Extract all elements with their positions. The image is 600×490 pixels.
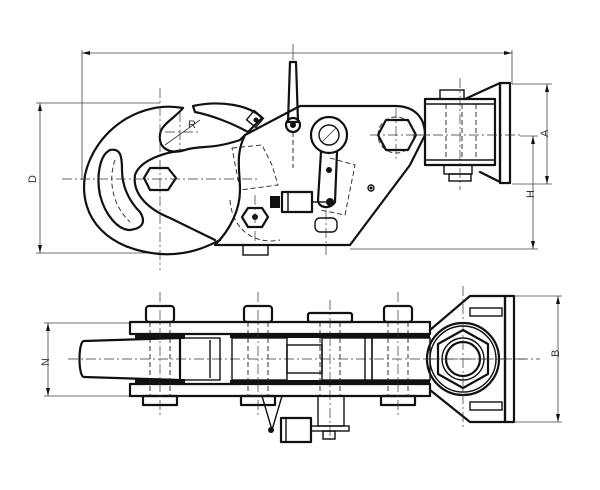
pin-bolt-3 <box>306 300 354 440</box>
swivel-bracket <box>415 78 520 190</box>
side-view: D R <box>27 44 552 270</box>
pin-bolt-2 <box>239 292 277 415</box>
dimension-label-D: D <box>27 175 39 183</box>
pin-bolt-1 <box>141 292 179 415</box>
cam-arm <box>309 115 349 209</box>
dimension-label-A: A <box>539 129 551 137</box>
hook-body: R <box>62 88 260 270</box>
hook-latch <box>191 102 265 134</box>
pin-bolts <box>141 292 417 440</box>
dimension-H: H <box>350 135 538 250</box>
side-plate <box>213 104 427 256</box>
release-lever <box>284 60 302 168</box>
dimension-label-H: H <box>525 190 537 198</box>
overall-length-dimension <box>81 44 513 180</box>
pin-bolt-4 <box>379 292 417 415</box>
dimension-label-N: N <box>40 358 52 366</box>
dimension-A: A <box>512 83 552 185</box>
dimension-label-B: B <box>550 350 562 357</box>
plan-view: N <box>40 286 562 444</box>
plan-swivel-bracket <box>425 286 525 430</box>
dimension-B: B <box>514 295 562 423</box>
actuator-cylinder <box>270 190 326 214</box>
plan-actuator <box>261 395 350 444</box>
dimension-label-R: R <box>188 119 196 131</box>
dimension-N: N <box>40 322 130 397</box>
dimension-D: D <box>27 102 160 254</box>
